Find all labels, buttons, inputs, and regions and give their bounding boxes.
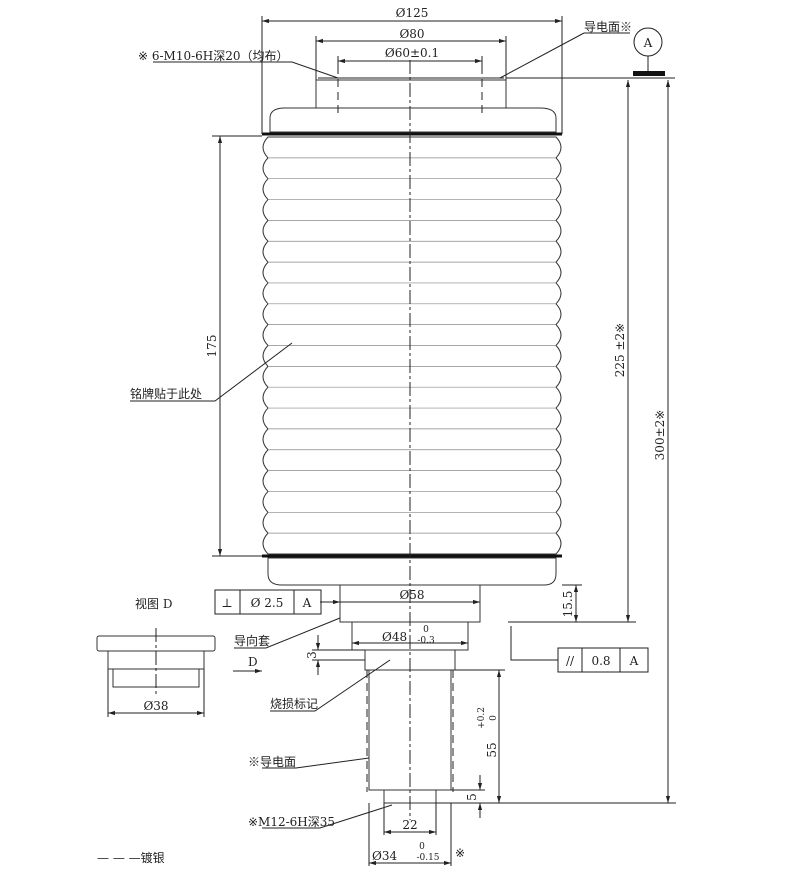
vertical-dimensions: 175 225 ±2※ 300±2※ 15.5 55 +0.2 0 5 3	[205, 80, 676, 818]
dim-22: 22	[402, 818, 417, 832]
parallel-value: 0.8	[591, 654, 610, 668]
dim-225: 225 ±2※	[613, 323, 627, 377]
dim-d48-lower: -0.3	[417, 636, 435, 646]
dim-d34: Ø34	[372, 849, 397, 863]
parallel-datum: A	[629, 654, 639, 668]
datum-a-base	[633, 71, 665, 76]
dim-3: 3	[305, 651, 319, 659]
bottom-cap	[267, 557, 557, 586]
dim-d48-upper: 0	[423, 625, 429, 635]
dim-55-upper: +0.2	[477, 707, 487, 729]
interrupter-body	[262, 60, 562, 820]
leader-notes: 铭牌贴于此处 导向套 D 烧损标记 ※导电面 ※M12-6H深35	[130, 342, 393, 829]
silver-plating-lines	[366, 670, 454, 792]
perpendicularity-frame: ⊥ Ø 2.5 A	[214, 589, 322, 615]
view-d-title: 视图 D	[135, 596, 172, 611]
lower-dimensions: Ø58 Ø48 0 -0.3 22 Ø34 0 -0.15 ※	[320, 588, 480, 866]
note-conductive-bottom: ※导电面	[248, 755, 296, 769]
view-arrow-label: D	[248, 655, 258, 669]
dim-d125: Ø125	[396, 6, 429, 20]
note-conductive-top: 导电面※	[584, 20, 632, 34]
dim-d58: Ø58	[399, 588, 424, 602]
dim-d34-lower: -0.15	[416, 853, 439, 863]
dim-d38: Ø38	[143, 699, 168, 713]
parallelism-frame: // 0.8 A	[510, 626, 649, 673]
perp-symbol: ⊥	[221, 596, 232, 610]
legend-silver-plating: — — —镀银	[97, 851, 165, 865]
perp-datum: A	[302, 596, 312, 610]
note-thread-top: ※ 6-M10-6H深20（均布）	[138, 49, 289, 63]
top-cap	[269, 107, 557, 133]
dim-15-5: 15.5	[561, 591, 575, 618]
top-dimensions: Ø125 Ø80 Ø60±0.1 ※ 6-M10-6H深20（均布） 导电面※ …	[138, 6, 675, 134]
dim-5: 5	[465, 793, 479, 801]
datum-a-label: A	[643, 36, 653, 50]
note-guide-sleeve: 导向套	[234, 633, 270, 648]
parallel-symbol: //	[566, 654, 575, 668]
dim-55: 55	[485, 742, 499, 757]
dim-d34-mark: ※	[455, 846, 465, 860]
perp-value: Ø 2.5	[251, 596, 284, 610]
dim-175: 175	[205, 335, 219, 358]
dim-d80: Ø80	[399, 27, 424, 41]
note-wear-mark: 烧损标记	[270, 697, 318, 711]
thread-hole-lines	[337, 66, 483, 118]
dim-d60: Ø60±0.1	[385, 46, 439, 60]
dim-d34-upper: 0	[419, 842, 425, 852]
dim-55-lower: 0	[489, 715, 499, 721]
dim-300: 300±2※	[653, 410, 667, 461]
top-flange	[315, 79, 507, 109]
note-thread-bottom: ※M12-6H深35	[248, 815, 335, 829]
note-nameplate: 铭牌贴于此处	[130, 386, 202, 401]
dim-d48: Ø48	[382, 630, 407, 644]
view-d: 视图 D Ø38	[96, 596, 216, 717]
